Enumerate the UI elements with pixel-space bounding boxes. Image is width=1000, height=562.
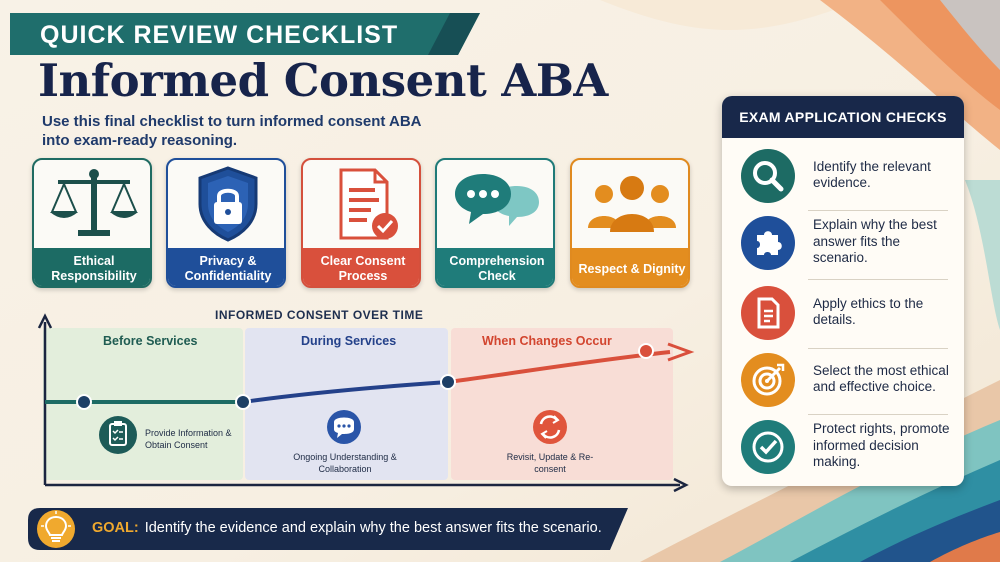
step-label: Revisit, Update & Re-consent [506, 452, 594, 474]
line-arrow [667, 342, 695, 362]
page-subtitle: Use this final checklist to turn informe… [42, 113, 421, 149]
card-comprehension-check: Comprehension Check [435, 158, 555, 288]
line-during [242, 380, 449, 404]
phase-during-services [245, 328, 448, 480]
check-text: Select the most ethical and effective ch… [813, 362, 949, 395]
check-text: Explain why the best answer fits the sce… [813, 217, 937, 266]
phase-title: When Changes Occur [482, 334, 612, 348]
step-label: Ongoing Understanding & Collaboration [293, 452, 397, 474]
divider [808, 414, 948, 415]
timeline-title: INFORMED CONSENT OVER TIME [215, 308, 424, 322]
check-text: Apply ethics to the details. [813, 295, 924, 328]
card-privacy-confidentiality: Privacy & Confidentiality [166, 158, 286, 288]
phase-title: Before Services [103, 334, 198, 348]
exam-checks-panel: EXAM APPLICATION CHECKS Identify the rel… [722, 96, 964, 486]
lightbulb-icon [41, 511, 71, 542]
target-icon [741, 353, 795, 407]
speech-bubble-icon [327, 410, 361, 444]
card-label: Comprehension Check [437, 248, 553, 286]
check-text: Protect rights, promote informed decisio… [813, 421, 950, 470]
step-label: Provide Information & Obtain Consent [145, 428, 233, 451]
clipboard-icon [99, 416, 137, 454]
card-label: Privacy & Confidentiality [168, 248, 284, 286]
timeline-node [440, 374, 456, 390]
people-group-icon [588, 176, 676, 232]
phase-title: During Services [301, 334, 397, 348]
card-label: Respect & Dignity [572, 248, 688, 286]
timeline-node [235, 394, 251, 410]
card-label: Clear Consent Process [303, 248, 419, 286]
document-check-icon [339, 168, 398, 240]
check-item: Apply ethics to the details. [722, 279, 964, 345]
goal-bar: GOAL: Identify the evidence and explain w… [28, 508, 628, 550]
check-item: Protect rights, promote informed decisio… [722, 413, 964, 479]
puzzle-icon [741, 216, 795, 270]
banner-shape [10, 13, 480, 55]
goal-statement: Identify the evidence and explain why th… [144, 520, 602, 536]
card-ethical-responsibility: Ethical Responsibility [32, 158, 152, 288]
card-respect-dignity: Respect & Dignity [570, 158, 690, 288]
panel-title: EXAM APPLICATION CHECKS [722, 96, 964, 138]
checkmark-icon [741, 420, 795, 474]
check-item: Explain why the best answer fits the sce… [722, 209, 964, 275]
card-label: Ethical Responsibility [34, 248, 150, 286]
line-changes [447, 350, 671, 384]
chat-bubbles-icon [455, 174, 539, 226]
goal-text: GOAL: Identify the evidence and explain w… [92, 520, 602, 536]
goal-key: GOAL: [92, 520, 139, 536]
refresh-icon [533, 410, 567, 444]
step-label-text: Provide Information & Obtain Consent [145, 428, 232, 450]
y-axis-arrow [37, 313, 53, 329]
timeline-node [76, 394, 92, 410]
shield-lock-icon [198, 166, 258, 242]
divider [808, 279, 948, 280]
page-title: Informed Consent ABA [38, 54, 608, 107]
x-axis-arrow [673, 477, 689, 493]
timeline-graphic [37, 313, 695, 493]
timeline-node [638, 343, 654, 359]
header-banner: QUICK REVIEW CHECKLIST [10, 13, 480, 55]
divider [808, 210, 948, 211]
card-clear-consent-process: Clear Consent Process [301, 158, 421, 288]
check-text: Identify the relevant evidence. [813, 158, 931, 191]
consent-timeline: INFORMED CONSENT OVER TIME [30, 302, 710, 502]
banner-label: QUICK REVIEW CHECKLIST [40, 21, 399, 49]
goal-bar-shape [28, 508, 628, 550]
document-icon [741, 286, 795, 340]
phase-when-changes-occur [451, 328, 673, 480]
check-item: Identify the relevant evidence. [722, 142, 964, 208]
scales-icon [50, 169, 138, 236]
magnifier-icon [741, 149, 795, 203]
check-item: Select the most ethical and effective ch… [722, 346, 964, 412]
divider [808, 348, 948, 349]
